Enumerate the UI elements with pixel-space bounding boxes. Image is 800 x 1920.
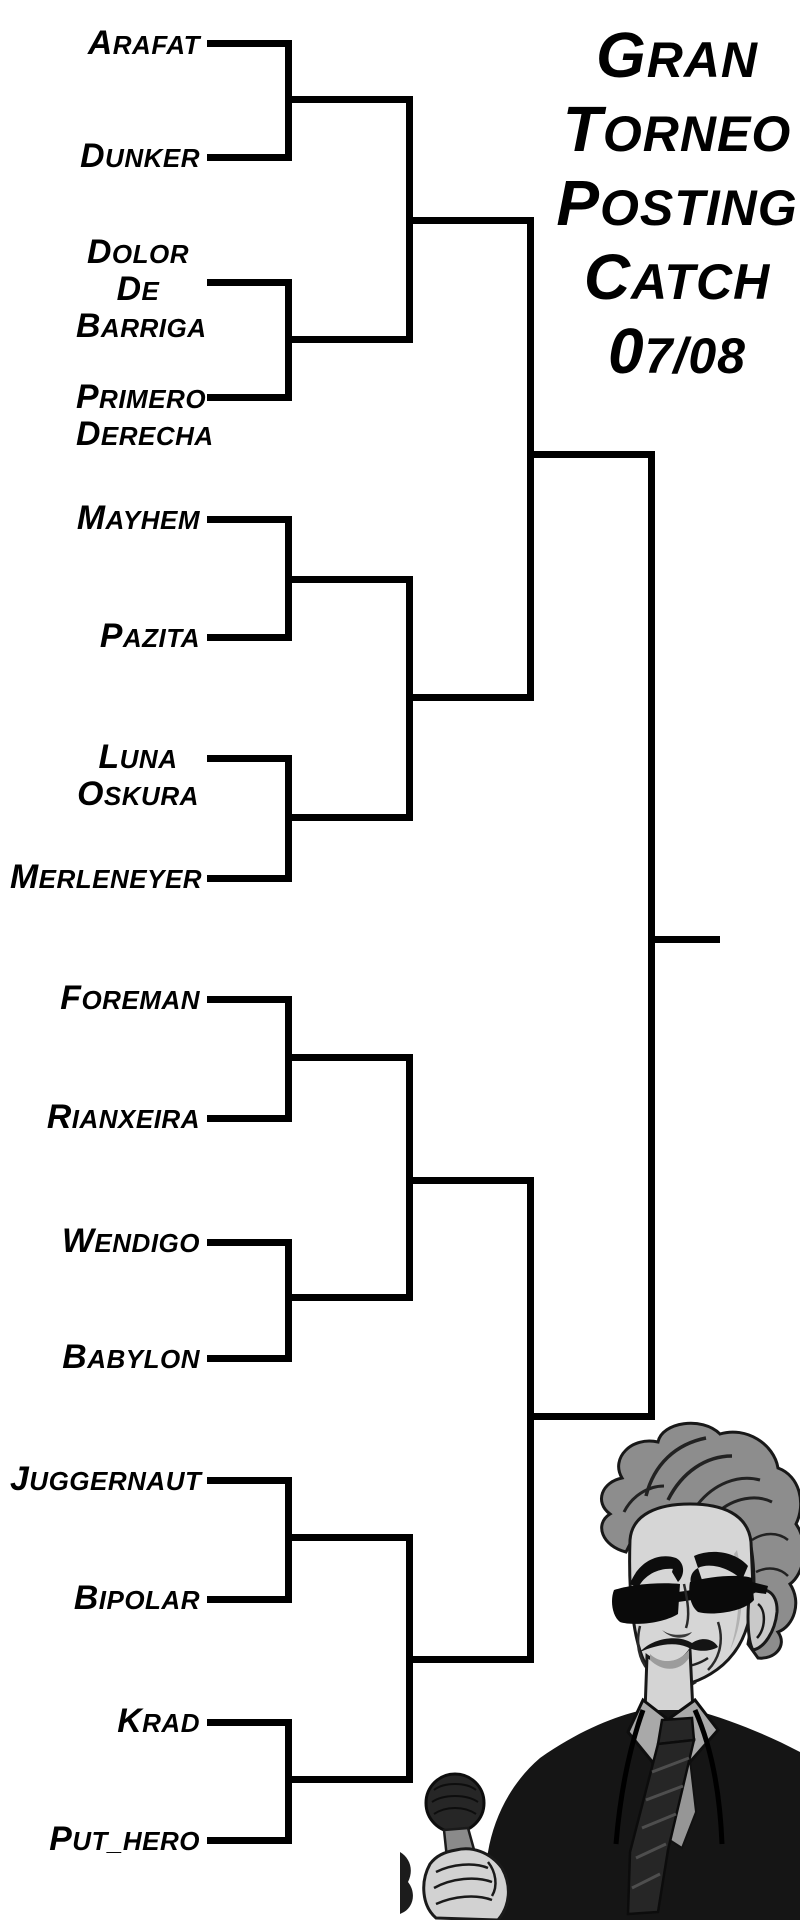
player-name: MAYHEM <box>76 499 200 537</box>
semifinal1-bracket <box>527 217 534 701</box>
player-name: KRAD <box>117 1702 200 1740</box>
announcer-illustration <box>400 1421 800 1920</box>
title-line: POSTING <box>556 167 798 239</box>
announcer-sunglasses <box>612 1583 680 1624</box>
player-name: LUNA <box>98 738 178 776</box>
round1-match7-winner-line <box>285 1534 413 1541</box>
title-line: 07/08 <box>608 315 746 387</box>
player-line-foreman <box>207 996 292 1003</box>
tournament-title: GRAN TORNEO POSTING CATCH 07/08 <box>527 21 800 391</box>
semifinal1-winner-line <box>527 451 655 458</box>
player-line-merleneyer <box>207 875 292 882</box>
player-line-arafat <box>207 40 292 47</box>
round1-match8-winner-line <box>285 1776 413 1783</box>
semifinal2-winner-line <box>527 1413 655 1420</box>
player-name: DE <box>116 270 160 308</box>
player-name: BIPOLAR <box>73 1579 200 1617</box>
player-line-babylon <box>207 1355 292 1362</box>
player-name: BABYLON <box>62 1338 200 1376</box>
player-label-bipolar: BIPOLAR <box>10 1581 200 1618</box>
player-line-primero-derecha <box>207 394 292 401</box>
player-line-wendigo <box>207 1239 292 1246</box>
player-line-luna-oskura <box>207 755 292 762</box>
player-line-krad <box>207 1719 292 1726</box>
player-line-dolor-de-barriga <box>207 279 292 286</box>
player-label-merleneyer: MERLENEYER <box>10 858 203 897</box>
player-name: JUGGERNAUT <box>10 1460 202 1498</box>
player-line-bipolar <box>207 1596 292 1603</box>
player-label-arafat: ARAFAT <box>10 26 200 63</box>
player-name: PUT_HERO <box>49 1820 200 1858</box>
title-line: TORNEO <box>562 93 792 165</box>
announcer-eyebrow-right <box>694 1551 748 1580</box>
announcer-eyebrow-left <box>630 1556 680 1588</box>
player-name: DUNKER <box>80 137 200 175</box>
title-line: CATCH <box>583 241 771 313</box>
final-bracket <box>648 451 655 1420</box>
player-name: OSKURA <box>77 775 199 813</box>
round1-match4-winner-line <box>285 814 413 821</box>
player-name: FOREMAN <box>60 979 200 1017</box>
player-name: MERLENEYER <box>10 858 203 896</box>
player-label-pazita: PAZITA <box>10 619 200 656</box>
player-label-juggernaut: JUGGERNAUT <box>10 1460 202 1499</box>
player-name: PRIMERO <box>76 378 207 416</box>
announcer-ear <box>746 1588 779 1652</box>
round1-match5-winner-line <box>285 1054 413 1061</box>
semifinal2-bracket <box>527 1177 534 1663</box>
quarterfinal3-winner-line <box>406 1177 534 1184</box>
title-line: GRAN <box>595 19 759 91</box>
player-name: RIANXEIRA <box>46 1098 200 1136</box>
player-name: DOLOR <box>86 233 190 271</box>
round1-match6-winner-line <box>285 1294 413 1301</box>
microphone-icon <box>424 1772 486 1834</box>
announcer-mustache <box>640 1638 718 1652</box>
player-label-babylon: BABYLON <box>10 1340 200 1377</box>
quarterfinal4-winner-line <box>406 1656 534 1663</box>
player-line-put-hero <box>207 1837 292 1844</box>
player-line-juggernaut <box>207 1477 292 1484</box>
player-label-rianxeira: RIANXEIRA <box>10 1100 200 1137</box>
player-name: PAZITA <box>99 617 200 655</box>
champion-line <box>648 936 720 943</box>
player-label-put-hero: PUT_HERO <box>10 1822 200 1859</box>
player-label-mayhem: MAYHEM <box>10 501 200 538</box>
player-name: ARAFAT <box>87 24 200 62</box>
player-line-pazita <box>207 634 292 641</box>
player-line-mayhem <box>207 516 292 523</box>
player-label-dunker: DUNKER <box>10 139 200 176</box>
player-line-rianxeira <box>207 1115 292 1122</box>
player-label-foreman: FOREMAN <box>10 981 200 1018</box>
player-name: BARRIGA <box>76 307 207 345</box>
player-label-krad: KRAD <box>10 1704 200 1741</box>
round1-match2-winner-line <box>285 336 413 343</box>
round1-match3-winner-line <box>285 576 413 583</box>
player-label-wendigo: WENDIGO <box>10 1224 200 1261</box>
player-name: WENDIGO <box>62 1222 200 1260</box>
round1-match1-winner-line <box>285 96 413 103</box>
player-name: DERECHA <box>76 415 214 453</box>
quarterfinal1-winner-line <box>406 217 534 224</box>
quarterfinal2-winner-line <box>406 694 534 701</box>
player-line-dunker <box>207 154 292 161</box>
